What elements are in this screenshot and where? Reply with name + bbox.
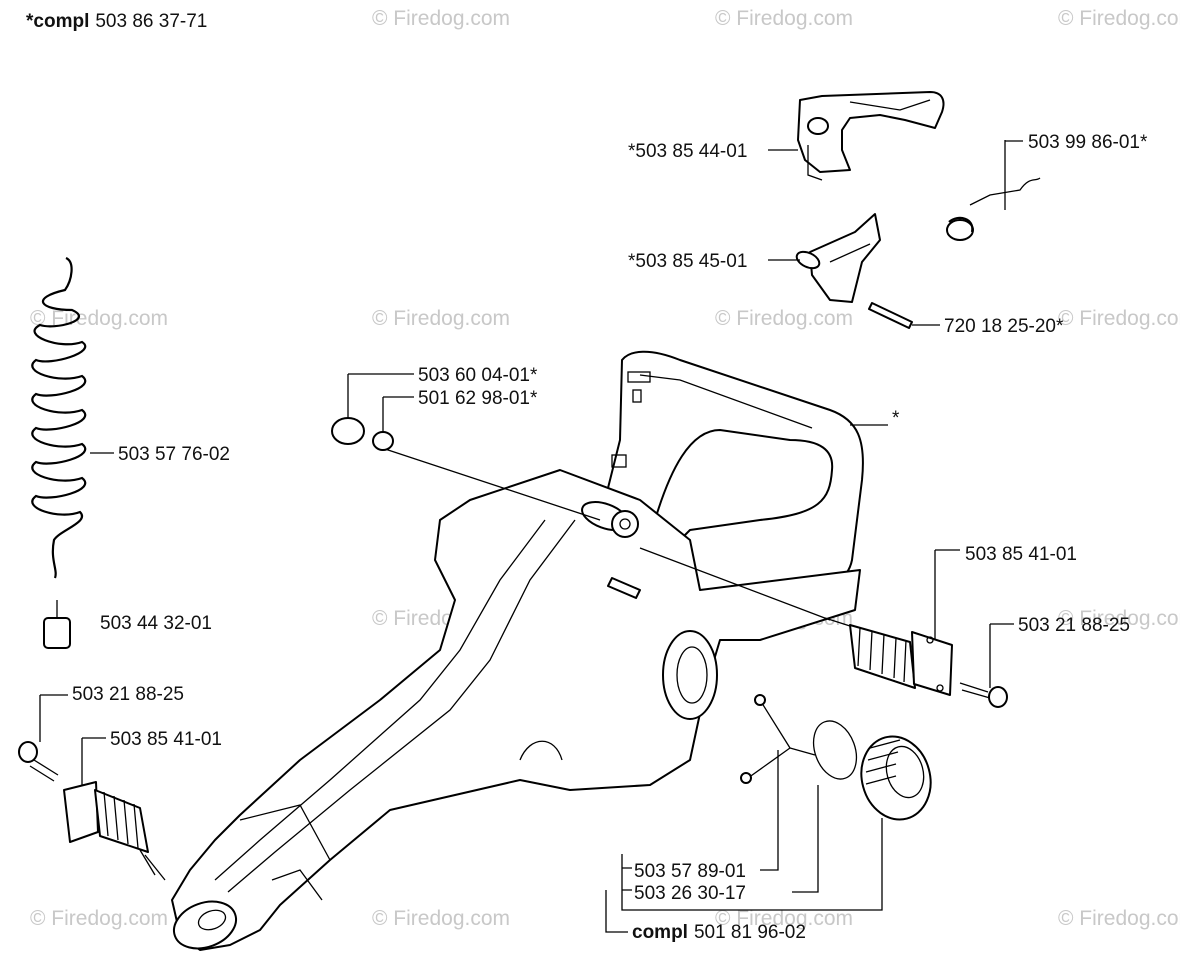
screw-right-part	[959, 624, 1008, 708]
watermark: © Firedog.com	[372, 7, 510, 30]
part-label-503-21-88-25-right: 503 21 88-25	[1018, 615, 1130, 636]
part-label-503-60-04-01: 503 60 04-01*	[418, 365, 538, 386]
watermark: © Firedog.com	[1058, 607, 1180, 630]
watermark: © Firedog.com	[30, 907, 168, 930]
part-label-503-44-32-01: 503 44 32-01	[100, 613, 212, 634]
leader-line	[622, 867, 632, 891]
rear-handle-tank-housing	[171, 350, 864, 951]
watermark: © Firedog.com	[372, 307, 510, 330]
fuel-hose-coil-part	[31, 256, 87, 579]
leader-line	[792, 785, 819, 893]
fuel-filter-part	[43, 600, 71, 649]
part-label-503-26-30-17: 503 26 30-17	[634, 883, 746, 904]
watermark: © Firedog.com	[1058, 907, 1180, 930]
av-spring-right-part	[824, 550, 953, 696]
leader-line	[760, 750, 779, 871]
part-label-503-85-41-01-right: 503 85 41-01	[965, 544, 1077, 565]
watermark: © Firedog.com	[715, 907, 853, 930]
part-label-503-85-41-01-left: 503 85 41-01	[110, 729, 222, 750]
trigger-spring-part	[946, 140, 1041, 241]
compl-prefix: compl	[632, 922, 688, 943]
part-label-720-18-25-20: 720 18 25-20*	[944, 316, 1064, 337]
compl-heading-prefix: *compl	[26, 11, 89, 32]
part-label-503-99-86-01: 503 99 86-01*	[1028, 132, 1148, 153]
leader-line	[605, 890, 628, 933]
compl-heading: *compl 503 86 37-71	[26, 11, 207, 32]
compl-heading-number: 503 86 37-71	[95, 11, 207, 32]
part-label-compl-501-81-96-02: compl 501 81 96-02	[632, 922, 806, 943]
pin-part	[868, 302, 913, 329]
part-label-503-57-89-01: 503 57 89-01	[634, 861, 746, 882]
part-label-star: *	[892, 408, 900, 429]
assembly-axis-line	[139, 849, 156, 876]
compl-number: 501 81 96-02	[694, 922, 806, 943]
watermark: © Firedog.com	[1058, 307, 1180, 330]
watermark: © Firedog.com	[1058, 7, 1180, 30]
part-label-503-85-45-01: *503 85 45-01	[628, 251, 747, 272]
fuel-cap-assembly	[740, 694, 932, 821]
watermark: © Firedog.com	[372, 907, 510, 930]
part-label-501-62-98-01: 501 62 98-01*	[418, 388, 538, 409]
part-label-503-85-44-01: *503 85 44-01	[628, 141, 747, 162]
throttle-lockout-part	[795, 213, 881, 303]
part-label-503-21-88-25-left: 503 21 88-25	[72, 684, 184, 705]
watermarks: © Firedog.com © Firedog.com © Firedog.co…	[30, 7, 1180, 930]
assembly-axis-line	[639, 547, 831, 621]
leader-line	[621, 818, 883, 911]
throttle-trigger-part	[797, 91, 945, 181]
watermark: © Firedog.com	[715, 7, 853, 30]
vent-filter-parts	[331, 374, 394, 451]
assembly-axis-line	[381, 447, 601, 521]
screw-left-part	[18, 695, 59, 782]
av-spring-left-part	[63, 738, 166, 881]
watermark: © Firedog.com	[715, 307, 853, 330]
part-label-503-57-76-02: 503 57 76-02	[118, 444, 230, 465]
